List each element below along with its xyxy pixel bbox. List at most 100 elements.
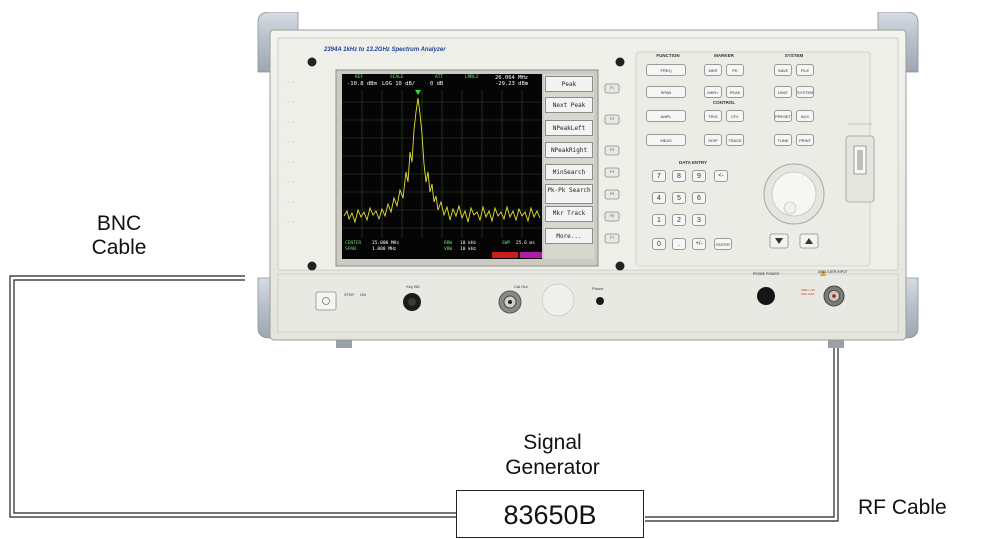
signal-generator-label-line1: Signal	[523, 431, 582, 454]
softkey-mkr-track[interactable]: Mkr Track	[545, 206, 593, 222]
probe-power-label: PROBE POWER	[752, 272, 780, 276]
power-button	[315, 291, 337, 311]
softkey-npeak-right[interactable]: NPeakRight	[545, 142, 593, 158]
softkey-next-peak[interactable]: Next Peak	[545, 97, 593, 113]
screen-center-label: CENTER	[345, 241, 362, 246]
pk-button[interactable]: PK	[726, 64, 744, 76]
generator-model-label: 83650B	[503, 500, 597, 530]
screen-vbw-label: VBW	[444, 247, 453, 252]
f5-key[interactable]: F5	[609, 192, 615, 196]
tune-button[interactable]: TUNE	[774, 134, 792, 146]
softkey-peak[interactable]: Peak	[545, 76, 593, 92]
softkey-more[interactable]: More...	[545, 228, 593, 244]
cal-out-label: Cal Out	[514, 284, 528, 289]
bnc-cable-label-line1: BNC	[96, 212, 142, 235]
probe-power-port	[757, 287, 775, 305]
save-button[interactable]: SAVE	[774, 64, 792, 76]
key-8[interactable]: 8	[672, 170, 686, 182]
data-entry-group-title: DATA ENTRY	[679, 160, 707, 165]
analyzer-input-label: ANALYZER INPUT	[818, 270, 848, 274]
screen-swp-value: 25.6 ms	[516, 241, 535, 246]
softkey-min-search[interactable]: MinSearch	[545, 164, 593, 180]
screen-span-label: SPAN	[345, 247, 356, 252]
f3-key[interactable]: F3	[609, 148, 615, 152]
bnc-cable-label: BNC Cable	[74, 212, 164, 260]
trig-button[interactable]: TRIG	[704, 110, 722, 122]
key-4[interactable]: 4	[652, 192, 666, 204]
screen-mkr-label: LMRL2	[465, 75, 479, 80]
softkey-npeak-left[interactable]: NPeakLeft	[545, 120, 593, 136]
marker-group-title: MARKER	[714, 53, 734, 58]
ampl-button[interactable]: AMPL	[646, 110, 686, 122]
signal-generator-label: Signal Generator	[490, 430, 615, 480]
preset-button[interactable]: PRESET	[774, 110, 792, 122]
softkey-pk-pk-search[interactable]: Pk-Pk Search	[545, 184, 593, 204]
spectrum-trace	[343, 97, 541, 224]
key-0[interactable]: 0	[652, 238, 666, 250]
f1-key[interactable]: F1	[609, 86, 615, 90]
screen-marker-freq: 26.064 MHz	[495, 75, 529, 81]
key-6[interactable]: 6	[692, 192, 706, 204]
stby-label: STBY	[344, 292, 355, 297]
bnc-cable-label-line2: Cable	[91, 236, 147, 259]
trace-button[interactable]: TRACE	[726, 134, 744, 146]
screen-rbw-label: RBW	[444, 241, 453, 246]
screen-vbw-value: 10 kHz	[460, 247, 477, 252]
on-label: ON	[360, 292, 366, 297]
signal-generator-label-line2: Generator	[505, 456, 600, 479]
freq-button[interactable]: FREQ	[646, 64, 686, 76]
signal-generator-box: 83650B	[456, 490, 644, 538]
file-button[interactable]: FILE	[796, 64, 814, 76]
cpl-button[interactable]: CPL	[726, 110, 744, 122]
key-1[interactable]: 1	[652, 214, 666, 226]
limit-button[interactable]: LIMIT	[774, 86, 792, 98]
screen-rbw-value: 10 kHz	[460, 241, 477, 246]
screen-center-freq: 25.000 MHz	[372, 241, 400, 246]
key-bd-label: Key BD	[406, 284, 420, 289]
f2-key[interactable]: F2	[609, 117, 615, 121]
phone-label: Phone	[592, 286, 604, 291]
rf-cable-label: RF Cable	[858, 496, 947, 519]
input-warning-label: 0dBm +30 VDC MAX	[801, 288, 815, 296]
spectrum-analyzer: 2394A 1kHz to 13.2GHz Spectrum Analyzer …	[248, 11, 928, 354]
control-group-title: CONTROL	[712, 100, 736, 105]
peak-button[interactable]: PEAK	[726, 86, 744, 98]
mkr-button[interactable]: MKR	[704, 64, 722, 76]
screen-marker-amp: -29.23 dBm	[495, 81, 529, 87]
key-2[interactable]: 2	[672, 214, 686, 226]
f7-key[interactable]: F7	[609, 236, 615, 240]
aux-button[interactable]: AUX	[796, 110, 814, 122]
screen-ref-level: -10.8 dBm	[347, 81, 377, 87]
meas-button[interactable]: MEAS	[646, 134, 686, 146]
system-group-title: SYSTEM	[784, 53, 804, 58]
disp-button[interactable]: DISP	[704, 134, 722, 146]
mkr-to-button[interactable]: MKR>	[704, 86, 722, 98]
print-button[interactable]: PRINT	[796, 134, 814, 146]
screen-scale: LOG 10 dB/	[382, 81, 416, 87]
analyzer-title: 2394A 1kHz to 13.2GHz Spectrum Analyzer	[324, 47, 446, 53]
key-dot[interactable]: .	[672, 238, 686, 250]
span-button[interactable]: SPAN	[646, 86, 686, 98]
f6-key[interactable]: F6	[609, 214, 615, 218]
screen-att-label: ATT	[435, 75, 444, 80]
screen-swp-label: SWP	[502, 241, 511, 246]
screen-scale-label: SCALE	[390, 75, 404, 80]
phone-jack	[596, 297, 604, 305]
screen-span-value: 1.000 MHz	[372, 247, 397, 252]
key-3[interactable]: 3	[692, 214, 706, 226]
key-plus-minus[interactable]: +/-	[692, 238, 706, 250]
function-group-title: FUNCTION	[656, 53, 680, 58]
f4-key[interactable]: F4	[609, 170, 615, 174]
screen-ref-label: REF	[355, 75, 364, 80]
key-enter[interactable]: ENTER	[714, 238, 732, 250]
bnc-cable-wire	[9, 275, 456, 518]
key-9[interactable]: 9	[692, 170, 706, 182]
key-7[interactable]: 7	[652, 170, 666, 182]
screen-footer: CENTER 25.000 MHz RBW 10 kHz SWP 25.6 ms…	[344, 241, 542, 259]
screen-attenuation: 0 dB	[430, 81, 444, 87]
system-button[interactable]: SYSTEM	[796, 86, 814, 98]
rf-cable-wire	[645, 322, 839, 522]
key-backspace[interactable]: <-	[714, 170, 728, 182]
key-5[interactable]: 5	[672, 192, 686, 204]
